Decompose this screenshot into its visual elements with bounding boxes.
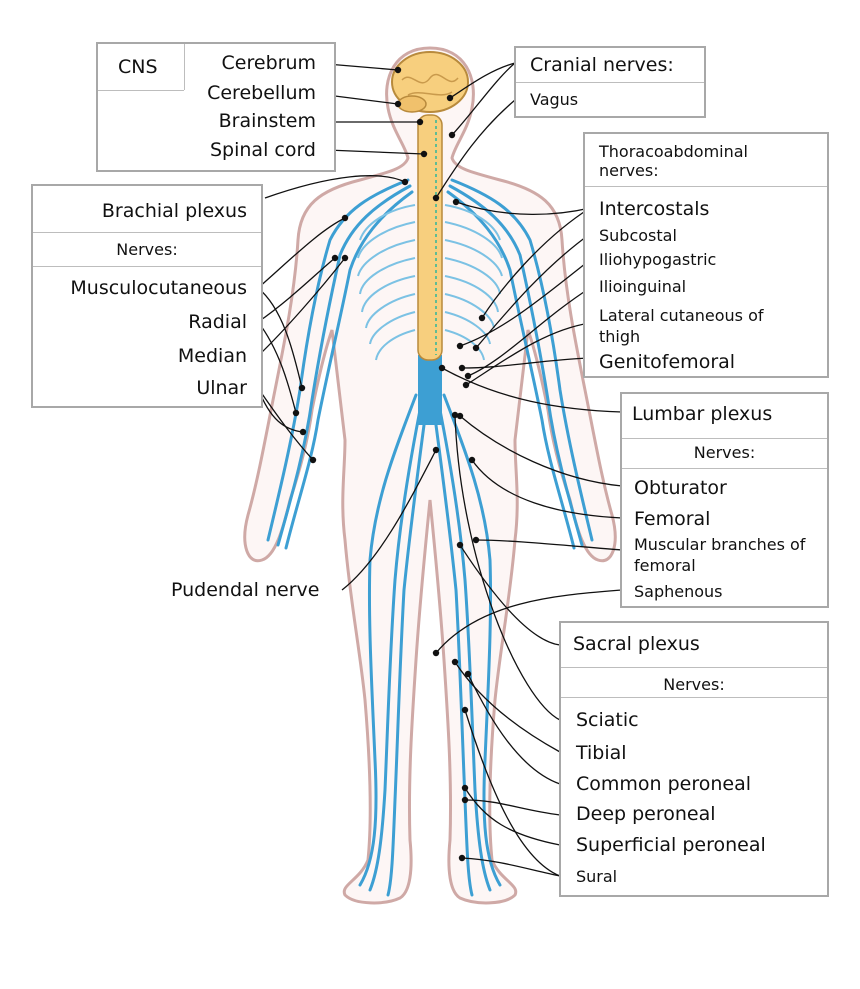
label-vagus: Vagus bbox=[530, 90, 579, 109]
label-superficial-peroneal: Superficial peroneal bbox=[576, 834, 766, 856]
right-leg-nerve-2 bbox=[432, 408, 474, 897]
nerve-network bbox=[266, 178, 594, 897]
right-leg-nerve-3 bbox=[442, 393, 502, 887]
label-deep-peroneal: Deep peroneal bbox=[576, 803, 716, 825]
label-genitofemoral: Genitofemoral bbox=[599, 351, 736, 373]
right-arm-nerve-1 bbox=[450, 178, 594, 542]
label-tibial: Tibial bbox=[576, 742, 627, 764]
right-leg-nerve-1 bbox=[436, 398, 492, 892]
left-leg-nerve-3 bbox=[358, 393, 418, 887]
label-median: Median bbox=[177, 345, 247, 367]
label-muscular-branches-of-femoral: Muscular branches of femoral bbox=[634, 535, 806, 575]
sacral-nerves-subheader: Nerves: bbox=[663, 675, 725, 694]
label-femoral: Femoral bbox=[634, 508, 711, 530]
brachial-plexus-box: Brachial plexus Nerves: Musculocutaneous… bbox=[31, 184, 263, 408]
right-arm-nerve-2 bbox=[448, 184, 584, 547]
left-leg-nerve-2 bbox=[386, 408, 428, 897]
cauda-equina bbox=[418, 355, 442, 425]
left-leg-nerve-1 bbox=[368, 398, 424, 892]
label-ilioinguinal: Ilioinguinal bbox=[599, 277, 687, 296]
intercostal-nerves bbox=[357, 204, 503, 361]
label-obturator: Obturator bbox=[634, 477, 727, 499]
label-cerebellum: Cerebellum bbox=[207, 82, 316, 104]
left-arm-nerve-2 bbox=[276, 184, 412, 547]
brachial-nerves-subheader: Nerves: bbox=[116, 240, 178, 259]
sacral-plexus-box: Sacral plexus Nerves: Sciatic Tibial Com… bbox=[559, 621, 829, 897]
label-radial: Radial bbox=[188, 311, 247, 333]
cerebellum-shape bbox=[397, 95, 427, 113]
label-ulnar: Ulnar bbox=[196, 377, 247, 399]
label-iliohypogastric: Iliohypogastric bbox=[599, 250, 717, 269]
right-arm-nerve-3 bbox=[446, 190, 576, 550]
label-brainstem: Brainstem bbox=[218, 110, 316, 132]
label-musculocutaneous: Musculocutaneous bbox=[70, 277, 247, 299]
label-pudendal-nerve: Pudendal nerve bbox=[171, 579, 320, 601]
label-intercostals: Intercostals bbox=[599, 198, 710, 220]
label-sural: Sural bbox=[576, 867, 618, 886]
left-arm-nerve-1 bbox=[266, 178, 410, 542]
lumbar-plexus-title: Lumbar plexus bbox=[632, 403, 773, 425]
lumbar-nerves-subheader: Nerves: bbox=[693, 443, 756, 462]
lumbar-plexus-box: Lumbar plexus Nerves: Obturator Femoral … bbox=[620, 392, 829, 608]
spinal-cord-shape bbox=[417, 114, 443, 361]
label-spinal-cord: Spinal cord bbox=[209, 139, 316, 161]
label-cerebrum: Cerebrum bbox=[221, 52, 316, 74]
left-arm-nerve-3 bbox=[284, 190, 414, 550]
cns-box: CNS Cerebrum Cerebellum Brainstem Spinal… bbox=[96, 42, 336, 172]
cranial-nerves-title: Cranial nerves: bbox=[530, 54, 674, 76]
thoracoabdominal-box: Thoracoabdominal nerves: Intercostals Su… bbox=[583, 132, 829, 378]
thoracoabdominal-title: Thoracoabdominal nerves: bbox=[599, 142, 748, 180]
leader-dots bbox=[292, 66, 486, 862]
leader-lines bbox=[257, 62, 623, 877]
cranial-nerves-box: Cranial nerves: Vagus bbox=[514, 46, 706, 118]
label-lateral-cutaneous-of-thigh: Lateral cutaneous of thigh bbox=[599, 306, 764, 346]
label-common-peroneal: Common peroneal bbox=[576, 773, 752, 795]
brachial-plexus-title: Brachial plexus bbox=[101, 200, 247, 222]
label-subcostal: Subcostal bbox=[599, 226, 677, 245]
label-saphenous: Saphenous bbox=[634, 582, 723, 601]
cns-title: CNS bbox=[118, 56, 158, 78]
sacral-plexus-title: Sacral plexus bbox=[573, 633, 700, 655]
label-sciatic: Sciatic bbox=[576, 709, 639, 731]
